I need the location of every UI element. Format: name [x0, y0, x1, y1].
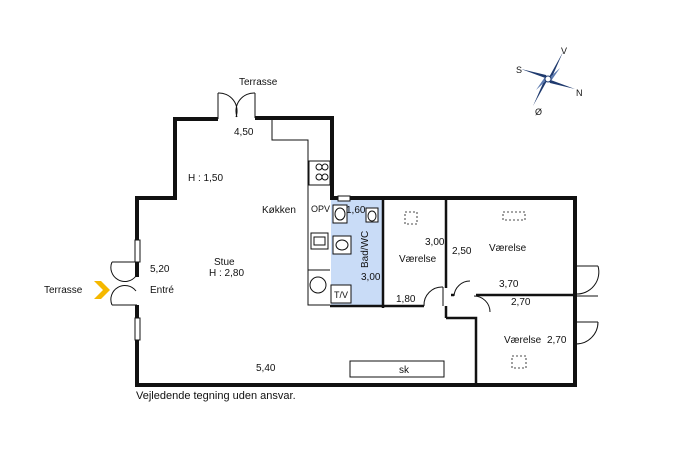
dim-450: 4,50	[234, 127, 254, 138]
room-vaerelse-1: Værelse	[399, 254, 437, 265]
lamps	[404, 211, 527, 369]
interior-walls	[330, 198, 575, 385]
footer-note: Vejledende tegning uden ansvar.	[136, 390, 296, 402]
dim-370: 3,70	[499, 279, 519, 290]
room-stue: Stue	[214, 257, 235, 268]
room-vaerelse-2: Værelse	[489, 243, 527, 254]
stue-height: H : 2,80	[209, 268, 244, 279]
compass-n-label: N	[576, 88, 583, 98]
dim-300-room: 3,00	[425, 237, 445, 248]
wardrobe	[349, 360, 445, 378]
terrasse-top-label: Terrasse	[239, 77, 278, 88]
bathroom-fixtures	[330, 204, 379, 304]
dim-520: 5,20	[150, 264, 170, 275]
dim-270-h: 2,70	[511, 297, 531, 308]
dim-300-bath: 3,00	[361, 272, 381, 283]
room-bad-wc: Bad/WC	[360, 231, 371, 268]
opv-label: OPV	[311, 204, 330, 214]
entry-arrow-icon	[94, 281, 110, 299]
height-150: H : 1,50	[188, 173, 223, 184]
dim-160: 1,60	[346, 205, 366, 216]
dim-540: 5,40	[256, 363, 276, 374]
wardrobe-sk-label: sk	[399, 365, 410, 376]
compass-s-label: S	[516, 65, 522, 75]
tv-label: T/V	[334, 290, 348, 300]
outer-walls	[135, 116, 577, 387]
dim-180: 1,80	[396, 294, 416, 305]
compass-v-label: V	[561, 46, 567, 56]
door-swings	[110, 92, 600, 345]
windows	[134, 195, 351, 341]
dim-270-v: 2,70	[547, 335, 567, 346]
compass-icon	[521, 52, 575, 106]
dim-250: 2,50	[452, 246, 472, 257]
room-kokken: Køkken	[262, 205, 296, 216]
room-vaerelse-3: Værelse	[504, 335, 542, 346]
compass-o-label: Ø	[535, 107, 542, 117]
room-entre: Entré	[150, 285, 174, 296]
kitchen-counter	[271, 119, 331, 306]
terrasse-left-label: Terrasse	[44, 285, 83, 296]
